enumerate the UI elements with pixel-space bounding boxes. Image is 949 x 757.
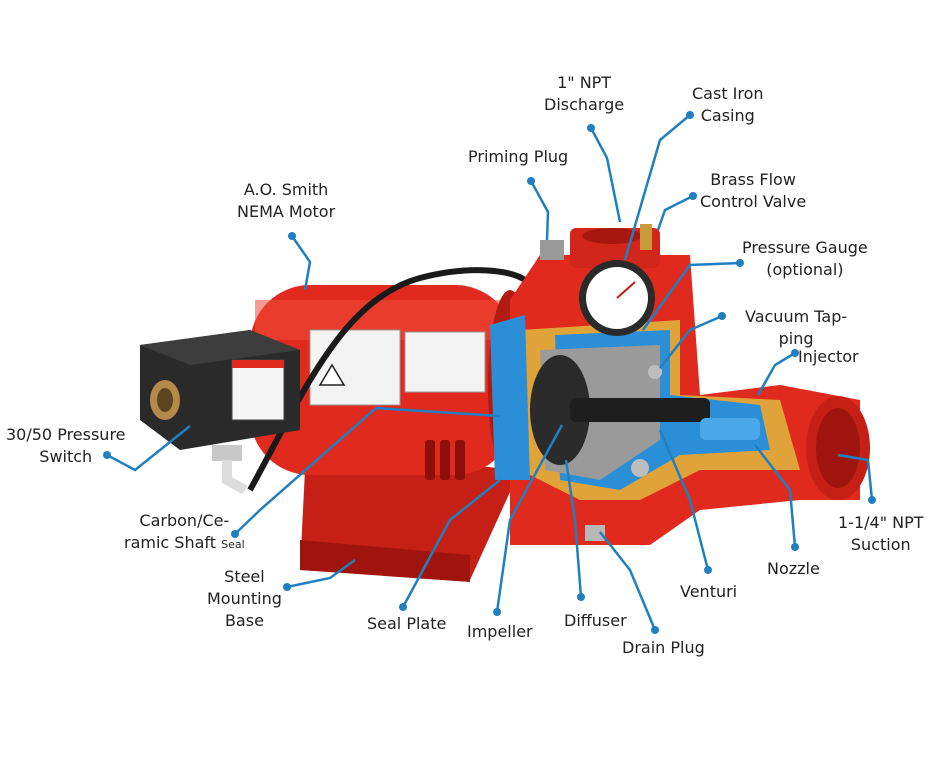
leader-dot-diffuser (577, 593, 585, 601)
leader-nozzle (754, 444, 797, 548)
label-injector: Injector (798, 347, 859, 366)
leader-cast-iron-casing (623, 114, 691, 261)
leader-dot-pressure-switch (103, 451, 111, 459)
leader-dot-vacuum-tapping (718, 312, 726, 320)
label-priming-plug: Priming Plug (468, 147, 569, 166)
label-diffuser: Diffuser (564, 611, 627, 630)
leader-pressure-switch (106, 425, 191, 472)
label-pressure-gauge: Pressure Gauge(optional) (742, 238, 868, 279)
leader-dot-venturi (704, 566, 712, 574)
leader-motor (290, 235, 312, 291)
leader-dot-drain-plug (651, 626, 659, 634)
leader-dot-brass-flow-control (689, 192, 697, 200)
leader-injector (756, 351, 796, 396)
leader-dot-pressure-gauge (736, 259, 744, 267)
leader-dot-npt-discharge (587, 124, 595, 132)
leader-dot-motor (288, 232, 296, 240)
leader-priming-plug (529, 180, 550, 241)
label-seal-plate: Seal Plate (367, 614, 447, 633)
leader-impeller (495, 424, 564, 613)
leader-dot-shaft-seal (231, 530, 239, 538)
leader-dot-impeller (493, 608, 501, 616)
leader-mounting-base (286, 558, 356, 589)
leader-vacuum-tapping (659, 314, 723, 369)
leader-dot-npt-suction (868, 496, 876, 504)
label-venturi: Venturi (680, 582, 738, 601)
leader-shaft-seal (234, 406, 501, 535)
motor-body (250, 285, 532, 480)
label-impeller: Impeller (467, 622, 533, 641)
leader-venturi (658, 429, 710, 571)
leader-diffuser (564, 459, 583, 598)
leader-npt-suction (837, 453, 874, 501)
leader-dot-cast-iron-casing (686, 111, 694, 119)
leader-seal-plate (401, 479, 501, 608)
leader-dot-injector (791, 349, 799, 357)
pump-casing (490, 224, 870, 545)
leader-dot-priming-plug (527, 177, 535, 185)
leader-drain-plug (599, 531, 657, 631)
leader-dot-nozzle (791, 543, 799, 551)
leader-dot-seal-plate (399, 603, 407, 611)
label-shaft-seal-suffix: Seal (221, 538, 245, 551)
steel-mounting-base (300, 455, 520, 582)
label-shaft-seal: Carbon/Ce- ramic Shaft Seal (124, 511, 245, 552)
label-drain-plug: Drain Plug (622, 638, 705, 657)
leader-pressure-gauge (641, 261, 741, 331)
leader-dot-mounting-base (283, 583, 291, 591)
leader-npt-discharge (589, 127, 622, 223)
pressure-switch-box (140, 330, 300, 495)
leader-lines (103, 111, 876, 634)
label-nozzle: Nozzle (767, 559, 820, 578)
label-vacuum-tapping: Vacuum Tap-ping (745, 307, 848, 348)
leader-brass-flow-control (656, 194, 694, 231)
